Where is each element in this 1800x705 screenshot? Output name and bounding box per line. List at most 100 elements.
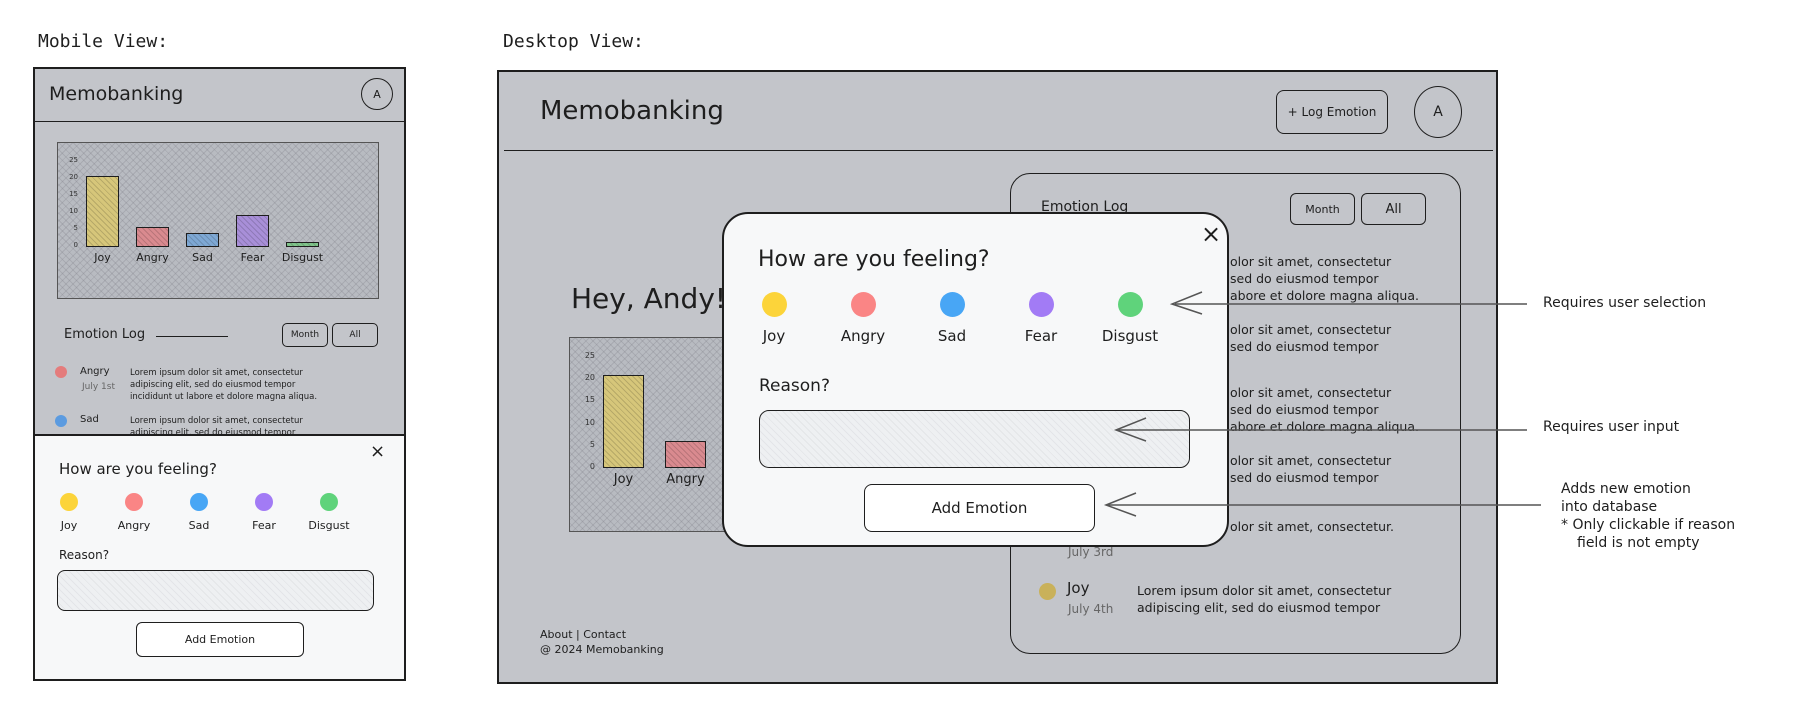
log-partial-line: olor sit amet, consectetur <box>1230 385 1392 400</box>
bar-joy <box>86 175 119 247</box>
emotion-option-label: Sad <box>188 519 210 532</box>
emotion-option-label: Fear <box>252 519 276 532</box>
y-tick-label: 25 <box>69 156 78 164</box>
log-partial-line: sed do eiusmod tempor <box>1230 339 1379 354</box>
emotion-option-sad[interactable]: Sad <box>169 493 229 537</box>
y-tick-label: 20 <box>69 173 78 181</box>
sad-dot-icon <box>190 493 208 511</box>
log-entry-date: July 3rd <box>1068 545 1114 559</box>
annotation-input: Requires user input <box>1543 419 1680 435</box>
emotion-option-joy[interactable]: Joy <box>39 493 99 537</box>
bar-disgust <box>286 241 319 247</box>
log-entry-text: Lorem ipsum dolor sit amet, consectetur … <box>130 368 318 402</box>
emotion-option-angry[interactable]: Angry <box>833 292 893 345</box>
log-partial-line: olor sit amet, consectetur <box>1230 322 1392 337</box>
angry-dot-icon <box>55 366 67 378</box>
angry-dot-icon <box>850 292 876 317</box>
log-partial-line: sed do eiusmod tempor <box>1230 402 1379 417</box>
emotion-option-label: Angry <box>840 327 886 345</box>
log-partial-line: sed do eiusmod tempor <box>1230 470 1379 485</box>
mobile-reason-label: Reason? <box>59 548 110 562</box>
x-category-label: Joy <box>613 472 634 487</box>
close-icon[interactable]: × <box>1201 220 1222 248</box>
annotation-selection: Requires user selection <box>1543 295 1707 311</box>
log-emotion-button[interactable]: + Log Emotion <box>1276 90 1388 134</box>
emotion-option-disgust[interactable]: Disgust <box>1100 292 1160 345</box>
fear-dot-icon <box>1028 292 1054 317</box>
disgust-dot-icon <box>320 493 338 511</box>
joy-dot-icon <box>761 292 787 317</box>
emotion-option-fear[interactable]: Fear <box>1011 292 1071 345</box>
emotion-option-label: Angry <box>117 519 151 532</box>
emotion-option-fear[interactable]: Fear <box>234 493 294 537</box>
mobile-avatar[interactable]: A <box>361 78 393 110</box>
greeting: Hey, Andy! <box>571 282 727 315</box>
desktop-add-emotion-button[interactable]: Add Emotion <box>864 484 1095 532</box>
bar-angry <box>665 441 706 468</box>
disgust-dot-icon <box>1117 292 1143 317</box>
desktop-filter-all[interactable]: All <box>1361 193 1426 225</box>
emotion-option-joy[interactable]: Joy <box>744 292 804 345</box>
log-entry-emotion: Angry <box>80 366 110 377</box>
desktop-footer: About | Contact @ 2024 Memobanking <box>540 627 664 657</box>
input-arrowhead <box>1113 417 1147 442</box>
emotion-option-sad[interactable]: Sad <box>922 292 982 345</box>
desktop-app-title: Memobanking <box>540 96 724 126</box>
log-entry-emotion: Sad <box>80 414 99 425</box>
log-partial-line: sed do eiusmod tempor <box>1230 271 1379 286</box>
selection-arrowhead <box>1169 291 1203 315</box>
mobile-log-title-underline <box>156 336 228 337</box>
emotion-option-label: Fear <box>1024 327 1058 345</box>
desktop-avatar[interactable]: A <box>1414 86 1462 138</box>
mobile-reason-input[interactable] <box>57 570 374 611</box>
log-partial-line: olor sit amet, consectetur. <box>1230 519 1395 534</box>
desktop-log-title: Emotion Log <box>1041 199 1129 215</box>
mobile-filter-all[interactable]: All <box>332 323 378 347</box>
emotion-option-label: Joy <box>60 519 78 532</box>
desktop-frame: Memobanking + Log Emotion A Hey, Andy! 0… <box>497 70 1498 684</box>
log-entry-date: July 1st <box>82 382 115 392</box>
bar-fear <box>236 214 269 247</box>
y-tick-label: 25 <box>584 351 595 360</box>
log-entry-text: Lorem ipsum dolor sit amet, consectetur … <box>130 416 303 438</box>
fear-dot-icon <box>255 493 273 511</box>
desktop-reason-input[interactable] <box>759 410 1190 468</box>
y-tick-label: 10 <box>69 207 78 215</box>
mobile-emotion-sheet: × How are you feeling? Joy Angry Sad Fear Di… <box>35 434 404 679</box>
y-tick-label: 15 <box>584 395 595 405</box>
x-category-label: Sad <box>192 251 213 264</box>
x-category-label: Fear <box>240 251 265 264</box>
mobile-filter-month[interactable]: Month <box>282 323 328 347</box>
desktop-filter-month[interactable]: Month <box>1290 193 1355 225</box>
log-partial-line: olor sit amet, consectetur <box>1230 254 1392 269</box>
bar-sad <box>186 233 219 247</box>
desktop-emotion-log-card: Emotion Log Month All olor sit amet, con… <box>1010 173 1461 654</box>
close-icon[interactable]: × <box>370 441 386 462</box>
emotion-option-label: Disgust <box>1101 327 1159 345</box>
angry-dot-icon <box>125 493 143 511</box>
log-partial-line: abore et dolore magna aliqua. <box>1230 288 1419 303</box>
emotion-option-disgust[interactable]: Disgust <box>299 493 359 537</box>
mobile-add-emotion-button[interactable]: Add Emotion <box>136 622 304 657</box>
mobile-view-label: Mobile View: <box>38 31 169 52</box>
desktop-modal-title: How are you feeling? <box>758 247 990 272</box>
annotation-add: Adds new emotion into database * Only cl… <box>1561 481 1736 551</box>
log-partial-line: olor sit amet, consectetur <box>1230 453 1392 468</box>
emotion-option-angry[interactable]: Angry <box>104 493 164 537</box>
y-tick-label: 0 <box>589 462 595 471</box>
x-category-label: Joy <box>94 251 111 264</box>
x-category-label: Angry <box>136 251 169 264</box>
joy-dot-icon <box>1039 583 1056 600</box>
footer-links[interactable]: About | Contact <box>540 628 627 641</box>
footer-copyright: @ 2024 Memobanking <box>540 643 664 656</box>
mobile-modal-title: How are you feeling? <box>59 460 217 478</box>
log-entry-emotion: Joy <box>1067 579 1090 597</box>
x-category-label: Angry <box>666 472 705 487</box>
mobile-emotion-log-title: Emotion Log <box>64 327 146 342</box>
log-entry-date: July 4th <box>1068 602 1114 616</box>
mobile-header-divider <box>35 121 404 122</box>
